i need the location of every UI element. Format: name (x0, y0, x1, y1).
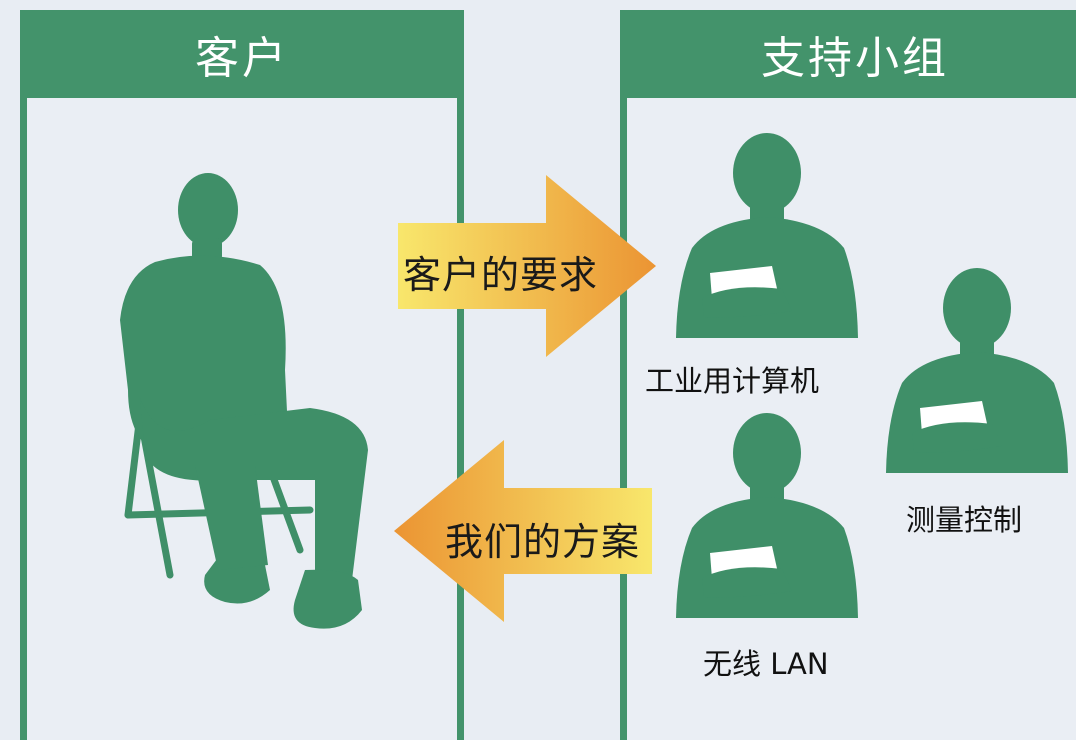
support-team-title: 支持小组 (620, 10, 1076, 98)
customer-panel: 客户 (20, 10, 464, 740)
customer-title: 客户 (20, 10, 464, 98)
request-arrow-label: 客户的要求 (403, 253, 599, 297)
support-person-icon (886, 268, 1068, 473)
support-person-icon (676, 133, 858, 338)
member-label-industrial-pc: 工业用计算机 (645, 364, 820, 398)
solution-arrow-label: 我们的方案 (445, 520, 641, 564)
member-label-measurement-control: 测量控制 (906, 503, 1023, 537)
support-person-icon (676, 413, 858, 618)
solution-arrow (394, 440, 652, 622)
member-label-wireless-lan: 无线 LAN (703, 647, 829, 681)
seated-customer-icon (120, 173, 368, 629)
request-arrow (398, 175, 656, 357)
